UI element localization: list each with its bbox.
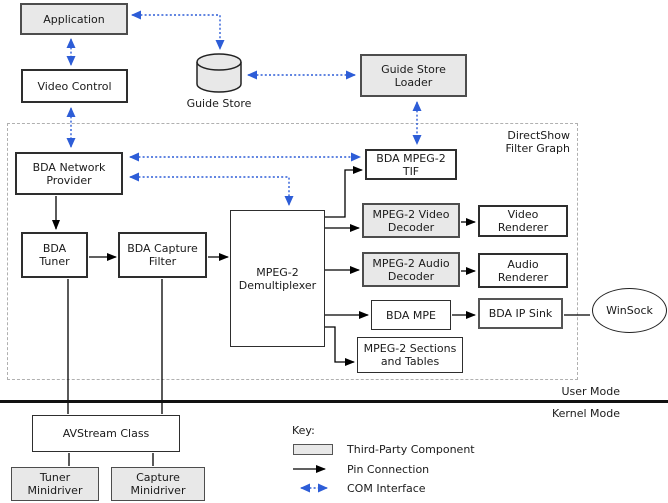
node-winsock: WinSock (592, 288, 667, 333)
pin-demux-to-tif (325, 166, 363, 218)
filter-graph-title-line2: Filter Graph (505, 142, 570, 155)
node-application: Application (20, 3, 128, 35)
node-label: AVStream Class (62, 427, 150, 440)
node-label: BDA Capture Filter (127, 242, 198, 268)
node-label: MPEG-2 Audio Decoder (372, 256, 450, 283)
node-video-control: Video Control (21, 69, 128, 103)
node-label: BDA MPE (386, 308, 436, 322)
third-party-swatch-icon (293, 444, 333, 455)
node-mpeg2-sections-and-tables: MPEG-2 Sections and Tables (357, 337, 463, 373)
user-mode-label: User Mode (561, 385, 620, 398)
guide-store-cylinder-icon (196, 53, 242, 93)
node-label: WinSock (606, 304, 653, 317)
node-audio-renderer: Audio Renderer (478, 253, 568, 288)
pin-connection-arrow-icon (293, 465, 326, 473)
node-guide-store-loader: Guide Store Loader (360, 54, 467, 97)
node-label: Audio Renderer (497, 257, 549, 284)
node-label: Capture Minidriver (130, 471, 186, 497)
node-label: Guide Store Loader (381, 62, 446, 89)
node-capture-minidriver: Capture Minidriver (111, 467, 205, 501)
key-title: Key: (292, 424, 315, 437)
com-interface-arrow-icon (300, 483, 328, 493)
node-label: BDA Tuner (39, 242, 70, 268)
node-label: Application (43, 12, 105, 26)
key-item-pin-connection-label: Pin Connection (347, 463, 430, 476)
node-label: Video Renderer (497, 208, 549, 234)
kernel-mode-label: Kernel Mode (551, 407, 620, 420)
node-mpeg2-video-decoder: MPEG-2 Video Decoder (362, 203, 460, 238)
node-label: Tuner Minidriver (27, 471, 83, 497)
node-bda-mpeg2-tif: BDA MPEG-2 TIF (365, 149, 457, 180)
node-label: BDA Network Provider (32, 160, 106, 187)
node-label: MPEG-2 Sections and Tables (363, 342, 457, 368)
node-bda-mpe: BDA MPE (371, 300, 451, 330)
node-mpeg2-demultiplexer: MPEG-2 Demultiplexer (230, 210, 325, 347)
node-bda-network-provider: BDA Network Provider (15, 152, 123, 195)
key-item-third-party-label: Third-Party Component (347, 443, 475, 456)
key-item-com-interface-label: COM Interface (347, 482, 426, 495)
guide-store-label: Guide Store (186, 97, 252, 110)
node-label: MPEG-2 Demultiplexer (238, 265, 317, 292)
user-kernel-divider (0, 400, 668, 403)
node-label: Video Control (37, 79, 112, 93)
node-mpeg2-audio-decoder: MPEG-2 Audio Decoder (362, 252, 460, 287)
node-bda-ip-sink: BDA IP Sink (478, 298, 563, 329)
node-label: BDA IP Sink (488, 307, 553, 320)
node-avstream-class: AVStream Class (32, 415, 180, 452)
directshow-filter-graph-boundary (7, 123, 578, 380)
node-label: BDA MPEG-2 TIF (376, 151, 446, 178)
pin-demux-to-sections (325, 326, 355, 366)
node-tuner-minidriver: Tuner Minidriver (11, 467, 99, 501)
node-bda-tuner: BDA Tuner (21, 232, 88, 278)
filter-graph-title: DirectShow Filter Graph (420, 129, 570, 155)
filter-graph-title-line1: DirectShow (507, 129, 570, 142)
com-application-guide-store (131, 10, 225, 50)
com-provider-demux (129, 172, 294, 206)
node-bda-capture-filter: BDA Capture Filter (118, 232, 207, 278)
node-video-renderer: Video Renderer (478, 205, 568, 237)
node-label: MPEG-2 Video Decoder (372, 207, 450, 234)
